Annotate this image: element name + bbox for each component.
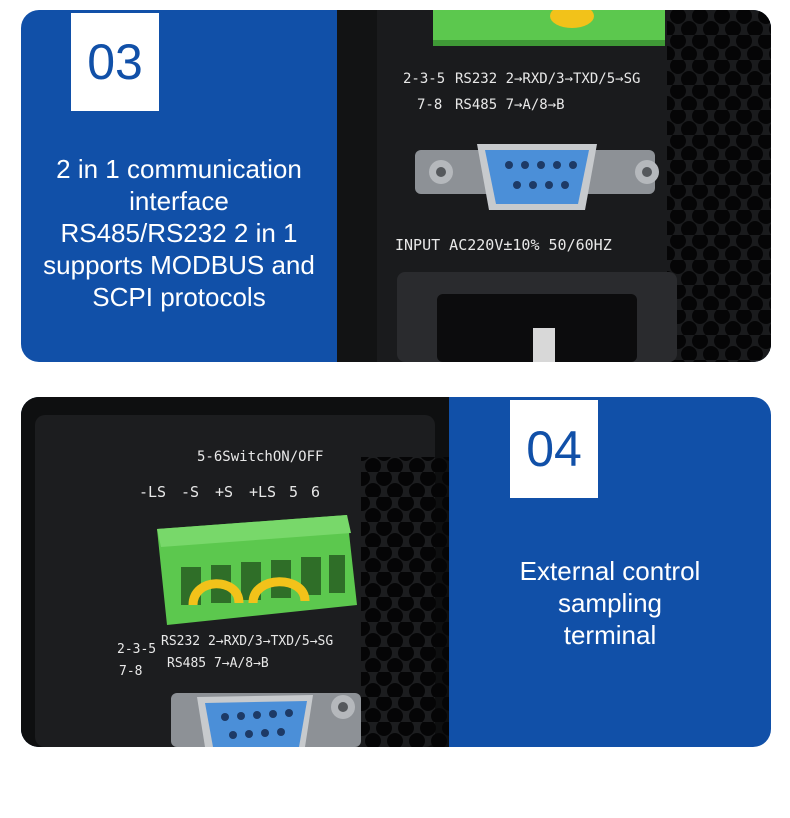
pin-label: -LS	[139, 483, 166, 501]
description-line: terminal	[563, 620, 657, 650]
product-photo-rear-panel: 2-3-5 RS232 2→RXD/3→TXD/5→SG 7-8 RS485 7…	[337, 10, 771, 362]
feature-number: 03	[87, 34, 143, 90]
photo-label: RS485 7→A/8→B	[167, 656, 269, 671]
photo-label: RS485 7→A/8→B	[455, 97, 565, 113]
db9-connector	[485, 150, 589, 204]
photo-label: 2-3-5	[117, 642, 156, 657]
vent-grille	[361, 457, 449, 747]
photo-label: 7-8	[119, 664, 142, 679]
description-line: RS485/RS232 2 in 1	[60, 218, 298, 248]
feature-number-box: 04	[510, 400, 598, 498]
photo-label: 2-3-5	[403, 71, 445, 87]
rear-panel-illustration: 2-3-5 RS232 2→RXD/3→TXD/5→SG 7-8 RS485 7…	[337, 10, 771, 362]
feature-number: 04	[526, 421, 582, 477]
pin-label: 5	[289, 483, 298, 501]
description-line: SCPI protocols	[92, 282, 266, 312]
description-line: supports MODBUS and	[43, 250, 315, 280]
feature-description: 2 in 1 communication interface RS485/RS2…	[21, 153, 337, 313]
input-rating-label: INPUT AC220V±10% 50/60HZ	[395, 236, 612, 254]
photo-label: 5-6SwitchON/OFF	[197, 449, 323, 465]
pin-label: +S	[215, 483, 233, 501]
photo-label: 7-8	[417, 97, 442, 113]
vent-grille	[667, 10, 771, 362]
pin-labels: -LS -S +S +LS 5 6	[139, 483, 320, 501]
jumper-wire	[248, 577, 310, 604]
jumper-wire	[188, 579, 244, 606]
pin-label: -S	[181, 483, 199, 501]
feature-description: External control sampling terminal	[449, 555, 771, 651]
feature-card-03: 03 2 in 1 communication interface RS485/…	[21, 10, 771, 362]
description-line: 2 in 1 communication	[56, 154, 302, 184]
photo-label: RS232 2→RXD/3→TXD/5→SG	[161, 634, 333, 649]
photo-label: RS232 2→RXD/3→TXD/5→SG	[455, 71, 640, 87]
description-line: sampling	[557, 588, 663, 618]
feature-card-04: 5-6SwitchON/OFF -LS -S +S +LS 5 6 2-3-5 …	[21, 397, 771, 747]
description-line: interface	[129, 186, 229, 216]
terminal-illustration: 5-6SwitchON/OFF -LS -S +S +LS 5 6 2-3-5 …	[21, 397, 449, 747]
description-line: External control	[519, 556, 701, 586]
feature-number-box: 03	[71, 13, 159, 111]
pin-label: +LS	[249, 483, 276, 501]
product-photo-terminal: 5-6SwitchON/OFF -LS -S +S +LS 5 6 2-3-5 …	[21, 397, 449, 747]
pin-label: 6	[311, 483, 320, 501]
db9-connector	[205, 701, 307, 747]
